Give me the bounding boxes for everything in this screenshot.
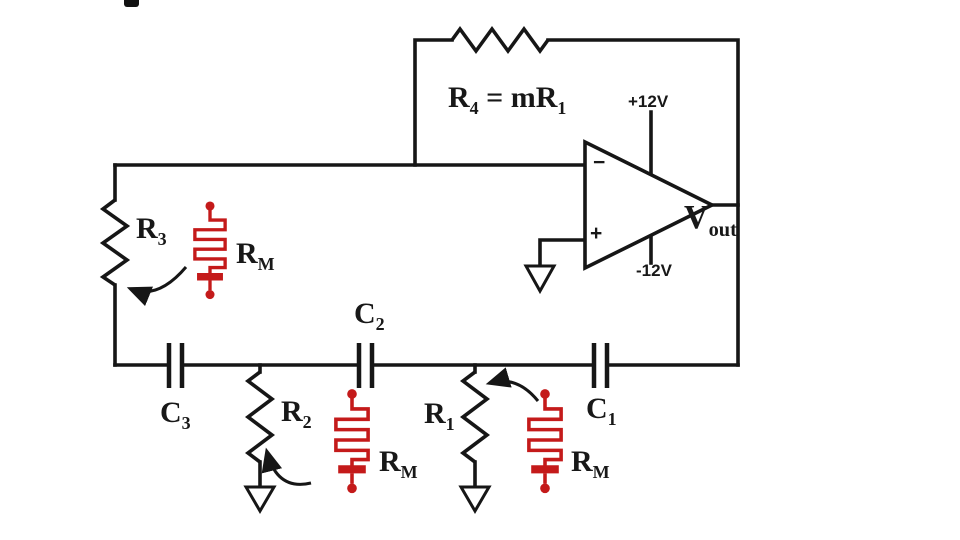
label-rm-r1: RM: [571, 445, 610, 482]
memristor-rm-r1-symbol: [529, 389, 561, 493]
label-positive-supply: +12V: [628, 92, 669, 111]
label-vout-base: V: [684, 199, 709, 236]
opamp-noninverting-ground-wire: [538, 238, 587, 268]
label-rm-r2: RM: [379, 445, 418, 482]
resistor-r2-symbol: [245, 370, 275, 464]
label-r4-sub1: 4: [469, 98, 479, 118]
resistor-r4-symbol: [450, 25, 550, 55]
arrow-to-r1: [485, 367, 540, 402]
label-rm-r3: RM: [236, 237, 275, 274]
label-r3: R3: [136, 212, 167, 249]
capacitor-c3-symbol: [166, 343, 185, 388]
label-r4-equation: R4 = mR1: [448, 81, 567, 118]
arrow-to-r3: [126, 266, 188, 307]
label-negative-supply: -12V: [636, 261, 672, 280]
memristor-rm-r2-symbol: [336, 389, 368, 493]
ground-symbol-r1: [458, 485, 492, 514]
label-c1: C1: [586, 392, 617, 429]
resistor-r1-symbol: [460, 370, 490, 464]
capacitor-c2-symbol: [356, 343, 375, 388]
opamp-inverting-input-sign: −: [593, 151, 606, 174]
label-c3: C3: [160, 396, 191, 433]
label-vout: Vout: [684, 201, 737, 240]
label-r2: R2: [281, 395, 312, 432]
wires: [113, 38, 740, 489]
cropped-text-fragment: [124, 0, 139, 7]
opamp-body: [583, 139, 717, 271]
resistor-r3-symbol: [99, 198, 131, 287]
arrow-to-r2: [261, 447, 312, 486]
memristor-rm-r3-symbol: [195, 201, 225, 299]
opamp-noninverting-input-sign: +: [590, 222, 603, 245]
label-r4-sub2: 1: [557, 98, 567, 118]
replacement-arrows: [126, 266, 540, 486]
capacitor-c1-symbol: [591, 343, 610, 388]
ground-symbol-r2: [243, 485, 277, 514]
grounds: [243, 264, 557, 514]
label-r4-mid: = mR: [478, 81, 558, 114]
label-vout-sub: out: [708, 218, 737, 241]
label-r1: R1: [424, 397, 455, 434]
label-c2: C2: [354, 297, 385, 334]
top-feedback-wire: [413, 38, 740, 367]
label-r4-base: R: [448, 81, 470, 114]
capacitors: [166, 343, 610, 388]
ground-symbol-opamp: [523, 264, 557, 295]
resistors: [99, 25, 550, 464]
